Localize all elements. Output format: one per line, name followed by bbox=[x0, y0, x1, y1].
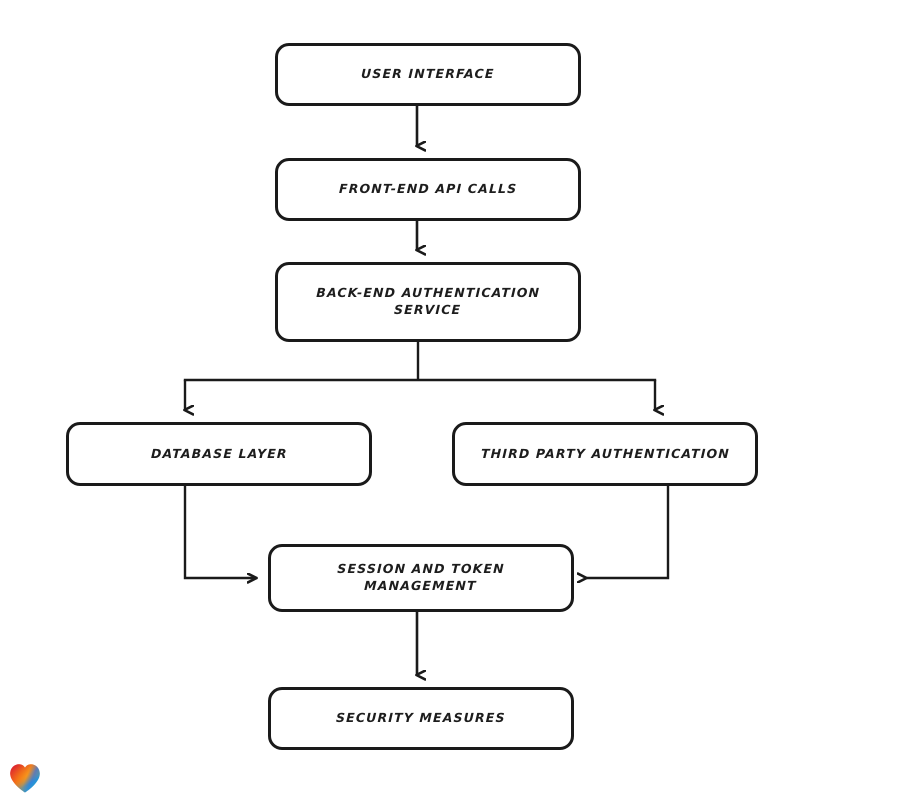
node-label-user-interface: User Interface bbox=[361, 66, 496, 82]
node-label-session-and-token-management: Session and Token Management bbox=[337, 561, 506, 593]
node-label-back-end-authentication-service: Back-End Authentication Service bbox=[316, 285, 541, 317]
node-third-party-authentication[interactable]: Third Party Authentication bbox=[452, 422, 758, 486]
edge-third-party-to-session bbox=[586, 484, 670, 578]
node-label-front-end-api-calls: Front-End API Calls bbox=[338, 181, 518, 197]
node-front-end-api-calls[interactable]: Front-End API Calls bbox=[275, 158, 581, 221]
node-database-layer[interactable]: Database Layer bbox=[66, 422, 372, 486]
node-label-third-party-authentication: Third Party Authentication bbox=[480, 445, 730, 461]
edge-database-to-session bbox=[183, 484, 256, 578]
node-label-security-measures: Security Measures bbox=[335, 710, 507, 726]
edge-backend-split bbox=[183, 340, 657, 382]
node-label-database-layer: Database Layer bbox=[150, 445, 288, 461]
node-security-measures[interactable]: Security Measures bbox=[268, 687, 574, 750]
node-back-end-authentication-service[interactable]: Back-End Authentication Service bbox=[275, 262, 581, 342]
node-user-interface[interactable]: User Interface bbox=[275, 43, 581, 106]
node-session-and-token-management[interactable]: Session and Token Management bbox=[268, 544, 574, 612]
heart-icon bbox=[10, 764, 40, 793]
